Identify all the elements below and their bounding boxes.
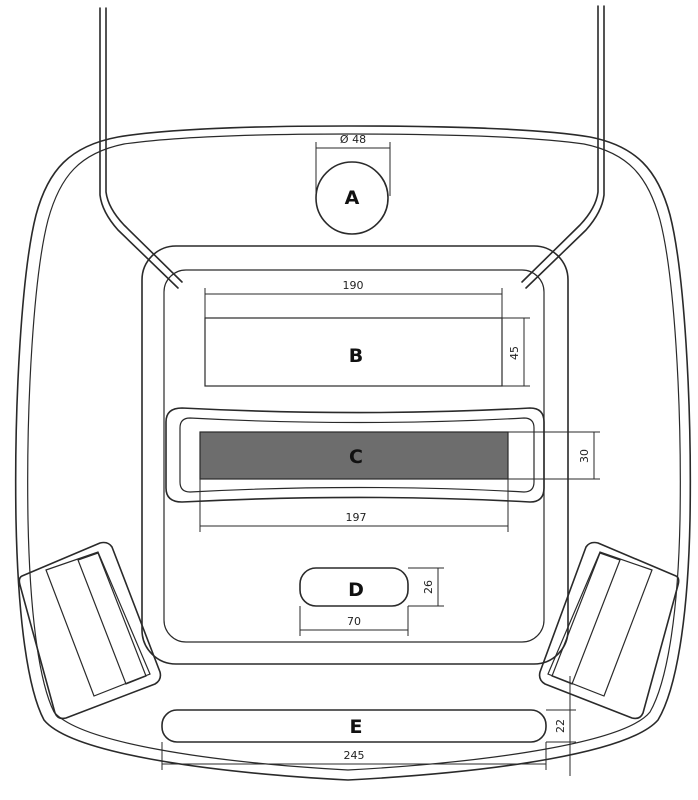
e-height-dimension: 22 (554, 719, 567, 733)
right-hinge-outer (538, 541, 680, 720)
feature-c-recess-inner (179, 417, 535, 493)
b-width-dimension: 190 (343, 279, 364, 292)
a-diameter-dimension: Ø 48 (340, 133, 366, 146)
label-c: C (349, 446, 363, 468)
label-d: D (348, 579, 364, 601)
right-handle-wire-inner (521, 5, 599, 283)
feature-d-slot (299, 567, 409, 607)
feature-c-slot (199, 431, 509, 480)
left-hinge-inner (77, 552, 147, 685)
left-handle-wire-outer (99, 7, 179, 289)
feature-b-rect (204, 317, 503, 387)
right-hinge (538, 541, 680, 720)
d-height-dimension: 26 (422, 580, 435, 594)
feature-e-slot (161, 709, 547, 743)
lid-outline-inner (27, 133, 681, 771)
left-hinge-middle (45, 551, 151, 697)
feature-a: Ø 48 A (315, 133, 391, 235)
label-e: E (350, 716, 363, 738)
handle-wires (99, 5, 605, 289)
feature-d: 26 70 D (299, 567, 444, 636)
right-hinge-middle (547, 551, 653, 697)
lid-outline-outer (14, 125, 692, 781)
left-handle-wire-inner (105, 7, 183, 283)
c-width-dimension: 197 (346, 511, 367, 524)
e-width-dimension: 245 (344, 749, 365, 762)
label-b: B (349, 345, 363, 367)
central-panel-outer (141, 245, 569, 665)
left-hinge (18, 541, 162, 720)
c-height-dimension: 30 (578, 449, 591, 463)
feature-c: 30 197 C (165, 407, 600, 532)
feature-e: 22 245 E (161, 676, 576, 776)
right-handle-wire-outer (525, 5, 605, 289)
label-a: A (345, 187, 360, 209)
feature-a-circle (315, 161, 389, 235)
b-height-dimension: 45 (508, 346, 521, 360)
feature-b: 190 45 B (204, 279, 530, 387)
d-width-dimension: 70 (347, 615, 361, 628)
left-hinge-outer (18, 541, 162, 720)
right-hinge-inner (551, 552, 621, 685)
feature-c-recess-outer (165, 407, 545, 503)
